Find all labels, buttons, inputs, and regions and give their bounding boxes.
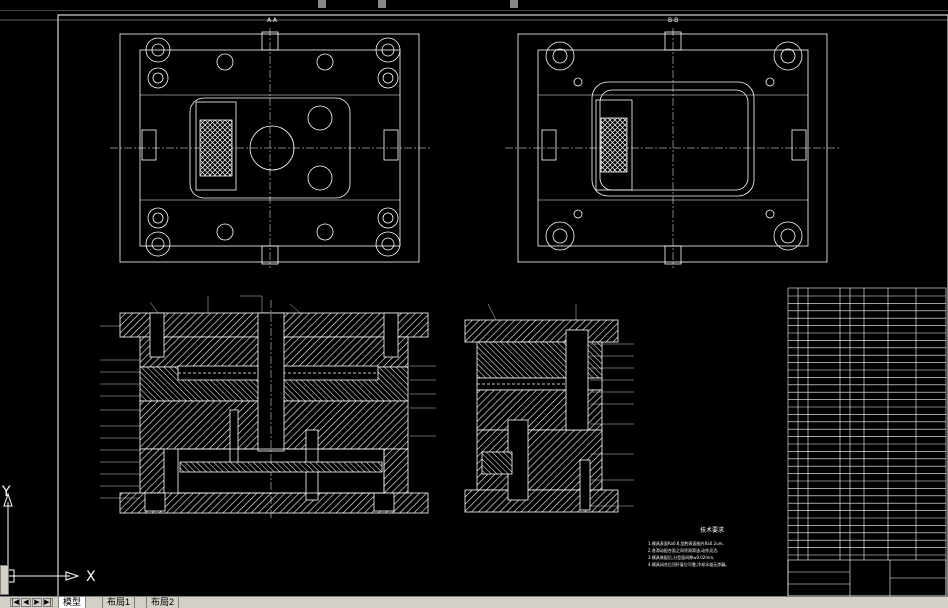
ucs-icon (1, 492, 80, 583)
note-line: 1.模具表面Ra0.8,型腔表面抛光Ra0.2um, (648, 541, 724, 546)
top-toolbar-strip (0, 0, 948, 11)
tab-model[interactable]: 模型 (58, 597, 87, 608)
note-line: 4.模具闭合后顶杆复位可靠,冷却水道无渗漏。 (648, 562, 730, 567)
leader-lines-secondary (487, 303, 634, 507)
last-tab-icon[interactable]: ▶| (43, 598, 53, 607)
technical-notes: 技术要求 1.模具表面Ra0.8,型腔表面抛光Ra0.2um, 2.各滑动配合面… (648, 527, 776, 568)
note-line: 3.模具装配后,分型面间隙≤0.02mm, (648, 555, 715, 560)
section-b-title: B-B (668, 17, 679, 24)
section-view-main (119, 300, 429, 520)
section-view-secondary (464, 319, 619, 513)
leader-lines-main-left (100, 295, 436, 499)
plan-view-b (505, 28, 840, 268)
left-scroll-handle[interactable] (0, 565, 9, 595)
first-tab-icon[interactable]: |◀ (10, 598, 20, 607)
plan-view-a (110, 28, 430, 268)
toolbar-marker (510, 0, 518, 8)
note-line: 2.各滑动配合面之间涂润滑油,动作灵活, (648, 548, 719, 553)
layout-tab-bar: |◀ ◀ ▶ ▶| 模型 布局1 布局2 (0, 596, 948, 608)
toolbar-marker (318, 0, 326, 8)
ucs-x-label: X (86, 569, 96, 585)
next-tab-icon[interactable]: ▶ (32, 598, 42, 607)
ucs-y-label: Y (2, 484, 11, 500)
toolbar-marker (378, 0, 386, 8)
notes-title: 技术要求 (699, 527, 724, 534)
bill-of-materials (787, 287, 947, 597)
prev-tab-icon[interactable]: ◀ (21, 598, 31, 607)
tab-layout1[interactable]: 布局1 (102, 597, 136, 608)
section-a-title: A-A (267, 17, 278, 24)
tab-layout2[interactable]: 布局2 (146, 597, 180, 608)
